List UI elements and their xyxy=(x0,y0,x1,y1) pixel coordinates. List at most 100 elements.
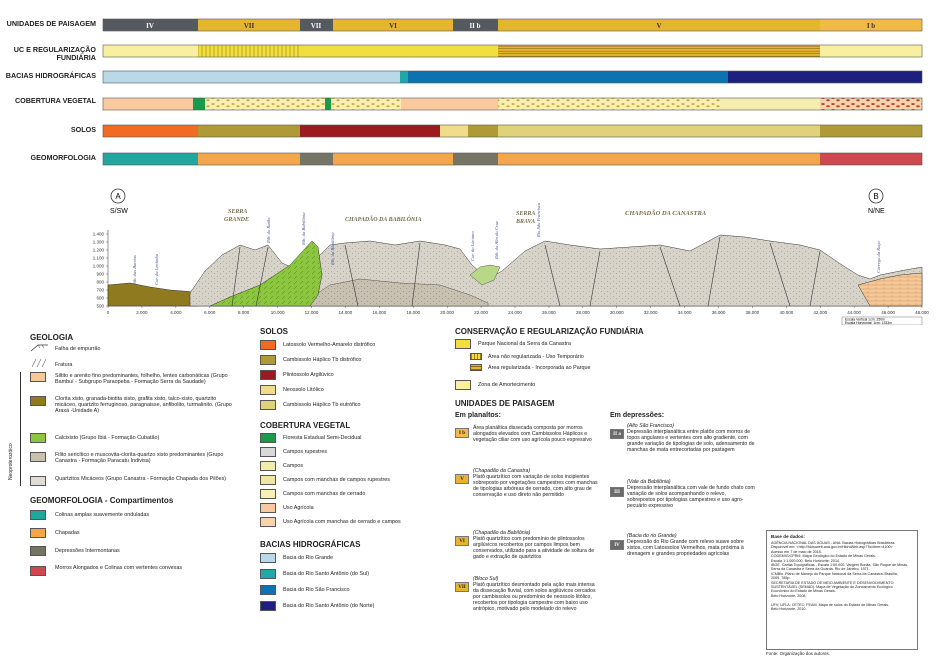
x-tick-label: 20.000 xyxy=(440,310,454,315)
base-de-dados-box: Base de dados: AGÊNCIA NACIONAL DAS ÁGUA… xyxy=(766,530,918,650)
geomorf-item-1: Colinas amplas suavemente onduladas xyxy=(55,512,150,518)
badge-vi: VI xyxy=(455,536,469,546)
geomorf-swatch-3 xyxy=(30,546,46,556)
y-tick-label: 1.200 xyxy=(93,248,105,253)
strip-geomorfologia xyxy=(102,152,923,166)
bacias-title: BACIAS HIDROGRÁFICAS xyxy=(260,540,361,549)
vegetacao-swatch-2 xyxy=(260,447,276,457)
y-tick-label: 1.100 xyxy=(93,256,105,261)
depressoes-title: Em depressões: xyxy=(610,412,665,419)
x-tick-label: 8.000 xyxy=(238,310,250,315)
fonte-line: AGÊNCIA NACIONAL DAS ÁGUAS - ANA. Bacias… xyxy=(771,541,896,545)
geomorf-item-2: Chapadas xyxy=(55,530,80,536)
point-b-label: B xyxy=(873,192,878,201)
vegetacao-title: COBERTURA VEGETAL xyxy=(260,421,351,430)
stream-label-7: Rib. do Alto da Cruz xyxy=(494,221,499,260)
vegetacao-swatch-1 xyxy=(260,433,276,443)
x-tick-label: 44.000 xyxy=(847,310,861,315)
geomorf-item-4: Morros Alongados e Colinas com vertentes… xyxy=(55,565,183,571)
geomorf-swatch-2 xyxy=(30,528,46,538)
x-tick-label: 26.000 xyxy=(542,310,556,315)
badge-iii: III xyxy=(610,487,624,497)
conservacao-swatch-4 xyxy=(455,380,471,390)
bacias-swatch-3 xyxy=(260,585,276,595)
vegetacao-item-1: Floresta Estadual Semi-Decidual xyxy=(283,435,362,441)
fonte-line: 2005. 785p. xyxy=(771,576,791,581)
unidade-iv-name-text: (Bacia do rio Grande) xyxy=(627,533,677,539)
fontes-title: Base de dados: xyxy=(771,534,805,539)
geology-layers xyxy=(107,234,923,307)
geologia-item-2: Clorita xisto, granada-biotita xisto, gr… xyxy=(55,396,232,415)
unidade-iii-name: (Vale da Babilônia) xyxy=(627,479,755,485)
unidade-v-text: Platô quartzítico com variação de solos … xyxy=(473,474,598,498)
thrust-icon xyxy=(30,344,48,352)
vegetacao-item-3: Campos xyxy=(283,463,304,469)
fontes-footer: Fonte: Organização dos autores. xyxy=(766,651,830,656)
unit-label-ib: I b xyxy=(867,22,875,30)
unidade-iii-name-text: (Vale da Babilônia) xyxy=(627,479,671,485)
geologia-swatch-1 xyxy=(30,372,46,382)
conservacao-swatch-2 xyxy=(470,353,482,360)
conservacao-item-1: Parque Nacional da Serra da Canastra xyxy=(478,341,571,347)
direction-left: S/SW xyxy=(110,208,128,215)
fonte-line: Econômico do Estado de Minas Gerais. xyxy=(771,589,836,594)
vegetacao-item-7: Uso Agrícola com manchas de cerrado e ca… xyxy=(283,519,401,525)
solos-swatch-2 xyxy=(260,355,276,365)
bacias-item-1: Bacia do Rio Grande xyxy=(283,555,334,561)
stream-label-5: Rib. da Babilônia xyxy=(330,232,335,266)
x-tick-label: 22.000 xyxy=(474,310,488,315)
fonte-line: Disponível em: <http://hidroweb.ana.gov.… xyxy=(771,545,893,550)
fonte-line: Escala 1:1.000.000. Belo Horizonte, 2014… xyxy=(771,558,841,563)
unit-label-vi: VI xyxy=(389,22,397,30)
relief-names: SERRA GRANDE CHAPADÃO DA BABILÔNIA SERRA… xyxy=(224,209,707,225)
unit-label-iib: II b xyxy=(469,22,480,30)
unidade-vii-text: Platô quartzítico desmontado pela ação m… xyxy=(473,582,596,612)
strip-solos xyxy=(102,124,923,138)
x-tick-label: 42.000 xyxy=(813,310,827,315)
stream-label-6: Cor. do Luciano xyxy=(470,231,475,261)
solos-item-3: Plintossolo Argilúvico xyxy=(283,372,334,378)
vegetacao-swatch-4 xyxy=(260,475,276,485)
conservacao-title: CONSERVAÇÃO E REGULARIZAÇÃO FUNDIÁRIA xyxy=(455,327,644,336)
point-a-label: A xyxy=(115,192,121,201)
row-label-solos: SOLOS xyxy=(70,125,96,134)
row-label-unidades: UNIDADES DE PAISAGEM xyxy=(6,19,96,28)
bacias-swatch-4 xyxy=(260,601,276,611)
x-tick-label: 18.000 xyxy=(406,310,420,315)
solos-item-5: Cambissolo Háplico Tb eutrófico xyxy=(283,402,361,408)
point-a-marker xyxy=(110,188,126,204)
x-tick-label: 0 xyxy=(107,310,110,315)
fonte-line: ICMBio. Plano de Manejo do Parque Nacion… xyxy=(771,571,898,576)
vegetacao-item-6: Uso Agrícola xyxy=(283,505,314,511)
x-tick-label: 4.000 xyxy=(170,310,182,315)
name-serra-grande-1: SERRA xyxy=(228,209,247,215)
unidade-ib-text: Área planáltica dissecada composta por m… xyxy=(473,425,592,443)
geomorf-item-3: Depressões Intermontanas xyxy=(55,548,120,554)
stream-label-9: Córrego da Roça xyxy=(876,241,881,273)
solos-item-1: Latossolo Vermelho-Amarelo distrófico xyxy=(283,342,376,348)
strip-bacias xyxy=(102,70,923,84)
x-tick-label: 12.000 xyxy=(305,310,319,315)
conservacao-item-2: Área não regularizada - Uso Temporário xyxy=(488,354,584,360)
vegetacao-item-4: Campos com manchas de campos rupestres xyxy=(283,477,390,483)
fonte-line: Belo Horizonte, 2010. xyxy=(771,607,807,612)
fonte-line: Belo Horizonte, 2008. xyxy=(771,593,807,598)
conservacao-swatch-1 xyxy=(455,339,471,349)
x-tick-label: 16.000 xyxy=(372,310,386,315)
geomorf-swatch-1 xyxy=(30,510,46,520)
geomorf-title: GEOMORFOLOGIA - Compartimentos xyxy=(30,496,174,505)
unit-label-v: V xyxy=(656,22,661,30)
y-tick-label: 600 xyxy=(96,296,104,301)
unidade-iia-name: (Alto São Francisco) xyxy=(627,423,755,429)
x-tick-label: 30.000 xyxy=(610,310,624,315)
vegetacao-item-5: Campos com manchas de cerrado xyxy=(283,491,366,497)
bacias-item-4: Bacia do Rio Santo Antônio (do Norte) xyxy=(283,603,375,609)
badge-v: V xyxy=(455,474,469,484)
layer-araxa-left xyxy=(107,282,199,307)
unidade-vi-text: Platô quartzítico com predomínio de plin… xyxy=(473,536,595,560)
name-serra-brava-1: SERRA xyxy=(516,211,535,217)
vegetacao-swatch-6 xyxy=(260,503,276,513)
x-tick-label: 28.000 xyxy=(576,310,590,315)
y-tick-label: 700 xyxy=(96,288,104,293)
unit-label-iv: IV xyxy=(146,22,154,30)
